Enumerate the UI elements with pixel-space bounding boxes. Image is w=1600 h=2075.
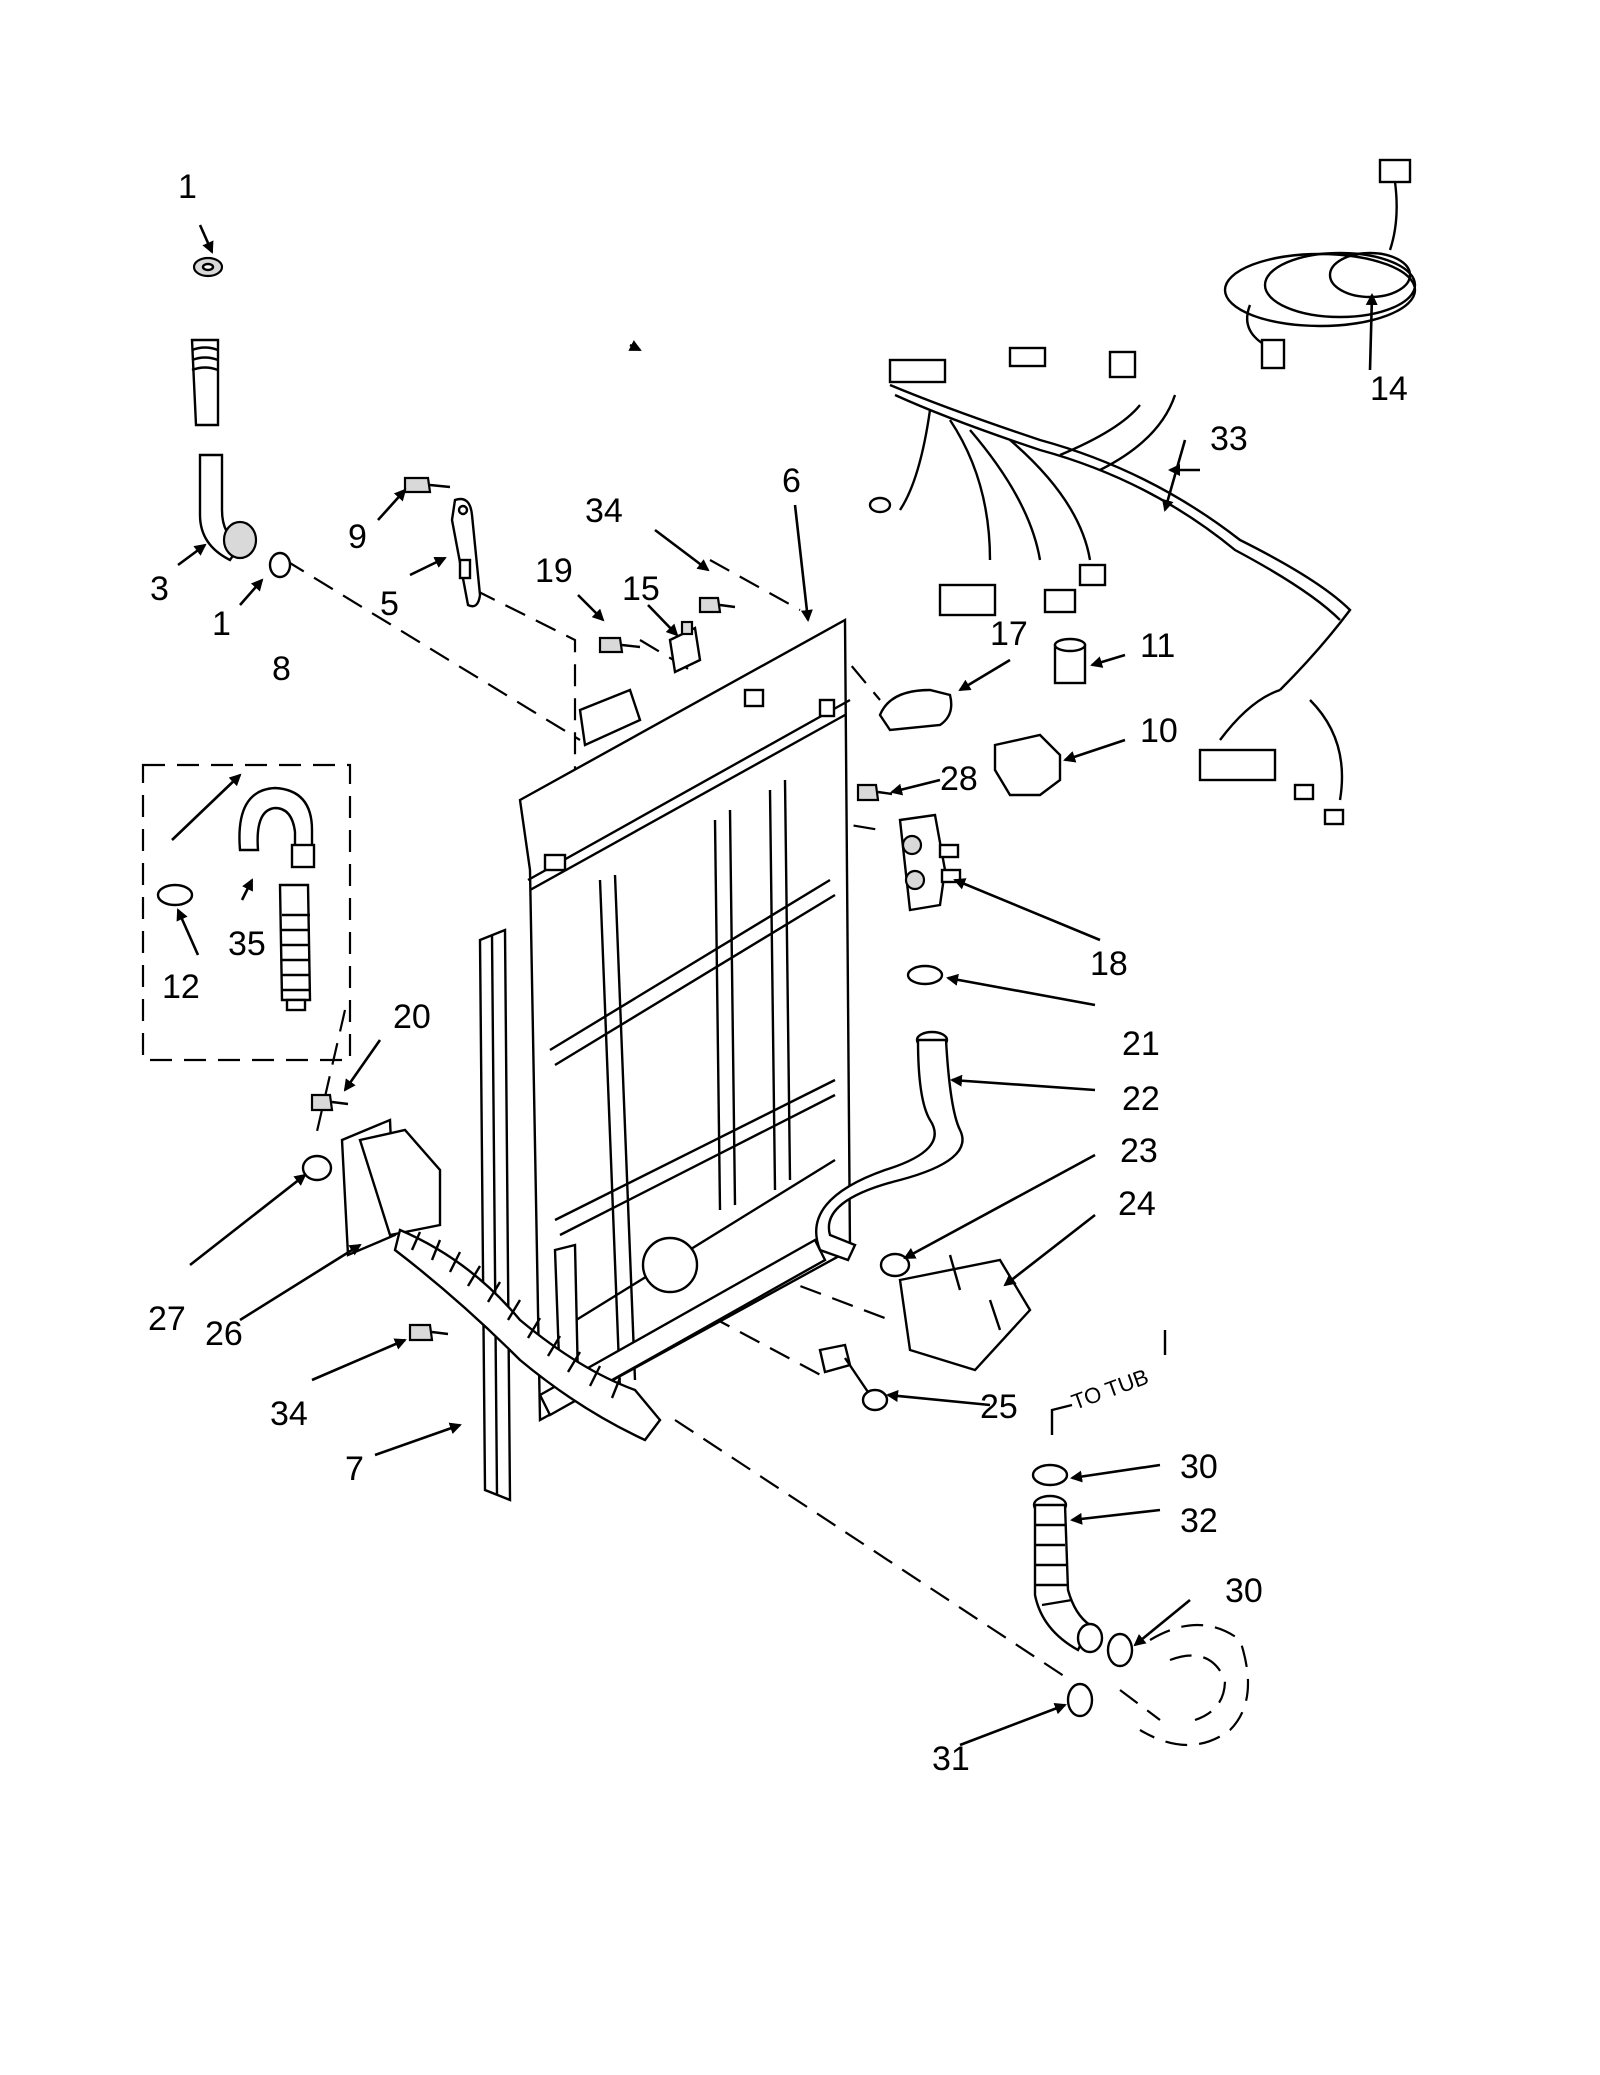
- pump-housing-26: [340, 1118, 442, 1257]
- callout-31: 31: [932, 1740, 970, 1778]
- callout-10: 10: [1140, 712, 1178, 750]
- callout-35: 35: [228, 925, 266, 963]
- callout-12: 12: [162, 968, 200, 1006]
- clamp-30-bottom: [1106, 1632, 1134, 1668]
- callout-9: 9: [348, 518, 367, 556]
- callout-22: 22: [1122, 1080, 1160, 1118]
- callout-20: 20: [393, 998, 431, 1036]
- callout-21: 21: [1122, 1025, 1160, 1063]
- screw-19: [598, 636, 641, 654]
- plug-25: [818, 1343, 889, 1412]
- side-rail: [478, 928, 512, 1502]
- screw-34-top: [698, 596, 736, 614]
- clip-17: [878, 688, 953, 732]
- callout-6: 6: [782, 462, 801, 500]
- callout-15: 15: [622, 570, 660, 608]
- drain-hose-corrugated: [393, 1228, 662, 1442]
- wire-harness-33: [868, 346, 1352, 826]
- screw-20: [310, 1093, 349, 1112]
- callout-8: 8: [272, 650, 291, 688]
- tub-outlet-phantom: [1139, 1624, 1250, 1746]
- rear-panel: [518, 617, 852, 1423]
- callout-5: 5: [380, 585, 399, 623]
- to-tub-label: TO TUB: [1068, 1364, 1152, 1415]
- callout-28: 28: [940, 760, 978, 798]
- clamp-21: [906, 964, 944, 986]
- power-cord-14: [1223, 158, 1417, 370]
- callout-34-bottom: 34: [270, 1395, 308, 1433]
- callout-30-bottom: 30: [1225, 1572, 1263, 1610]
- callout-17: 17: [990, 615, 1028, 653]
- callout-1-top: 1: [178, 168, 197, 206]
- fill-hose-22: [815, 1030, 964, 1262]
- callout-27: 27: [148, 1300, 186, 1338]
- bracket-10: [993, 733, 1062, 797]
- drain-hose-kit-8: [141, 763, 352, 1062]
- clamp-31: [1066, 1682, 1094, 1718]
- callout-labels: 1 1 3 5 6 7 8 9 10 11 12 14 15 17 18 19 …: [148, 168, 1408, 1778]
- callout-32: 32: [1180, 1502, 1218, 1540]
- water-valve-18: [898, 813, 962, 912]
- clamp-30-top: [1031, 1463, 1069, 1487]
- inlet-hose-3: [190, 338, 258, 562]
- agitator-ball: [641, 1236, 699, 1294]
- callout-3: 3: [150, 570, 169, 608]
- dispenser-24: [898, 1254, 1032, 1372]
- tub-hose-32: [1032, 1494, 1104, 1654]
- bracket-15: [668, 620, 702, 674]
- clamp-5: [450, 497, 482, 608]
- washer-1-bottom: [268, 551, 292, 579]
- callout-26: 26: [205, 1315, 243, 1353]
- screw-9: [403, 476, 451, 494]
- callout-19: 19: [535, 552, 573, 590]
- callout-23: 23: [1120, 1132, 1158, 1170]
- callout-arrows: [171, 224, 1378, 1747]
- callout-33: 33: [1210, 420, 1248, 458]
- callout-11: 11: [1140, 627, 1175, 665]
- callout-18: 18: [1090, 945, 1128, 983]
- clamp-27: [301, 1154, 333, 1182]
- callout-30-top: 30: [1180, 1448, 1218, 1486]
- callout-1-bottom: 1: [212, 605, 231, 643]
- screw-28: [856, 783, 893, 802]
- clamp-23: [879, 1252, 911, 1278]
- callout-24: 24: [1118, 1185, 1156, 1223]
- capacitor-11: [1053, 637, 1087, 685]
- screw-34-bottom: [408, 1323, 449, 1342]
- callout-34-top: 34: [585, 492, 623, 530]
- callout-25: 25: [980, 1388, 1018, 1426]
- callout-7: 7: [345, 1450, 364, 1488]
- callout-14: 14: [1370, 370, 1408, 408]
- to-tub-bracket: TO TUB: [1050, 1330, 1167, 1435]
